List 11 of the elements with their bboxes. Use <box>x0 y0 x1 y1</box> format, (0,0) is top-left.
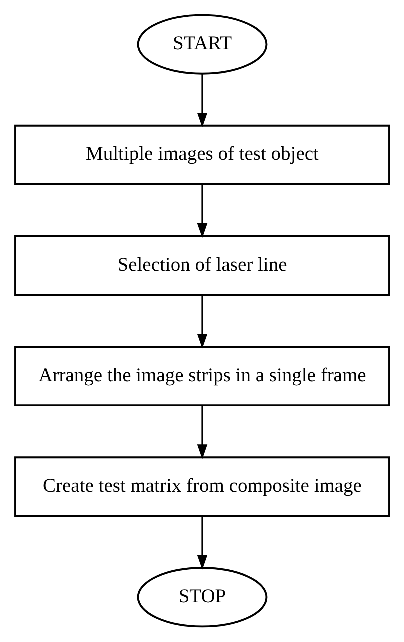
node-ellipse: START <box>136 14 268 75</box>
arrow <box>196 516 208 570</box>
node-box: Create test matrix from composite image <box>14 456 390 518</box>
arrow <box>196 74 208 128</box>
node-box: Multiple images of test object <box>14 124 390 186</box>
node-ellipse: STOP <box>136 567 268 628</box>
arrow <box>196 296 208 349</box>
node-box: Arrange the image strips in a single frame <box>14 346 390 407</box>
arrow <box>196 406 208 460</box>
node-box: Selection of laser line <box>14 235 390 296</box>
arrow <box>196 184 208 238</box>
